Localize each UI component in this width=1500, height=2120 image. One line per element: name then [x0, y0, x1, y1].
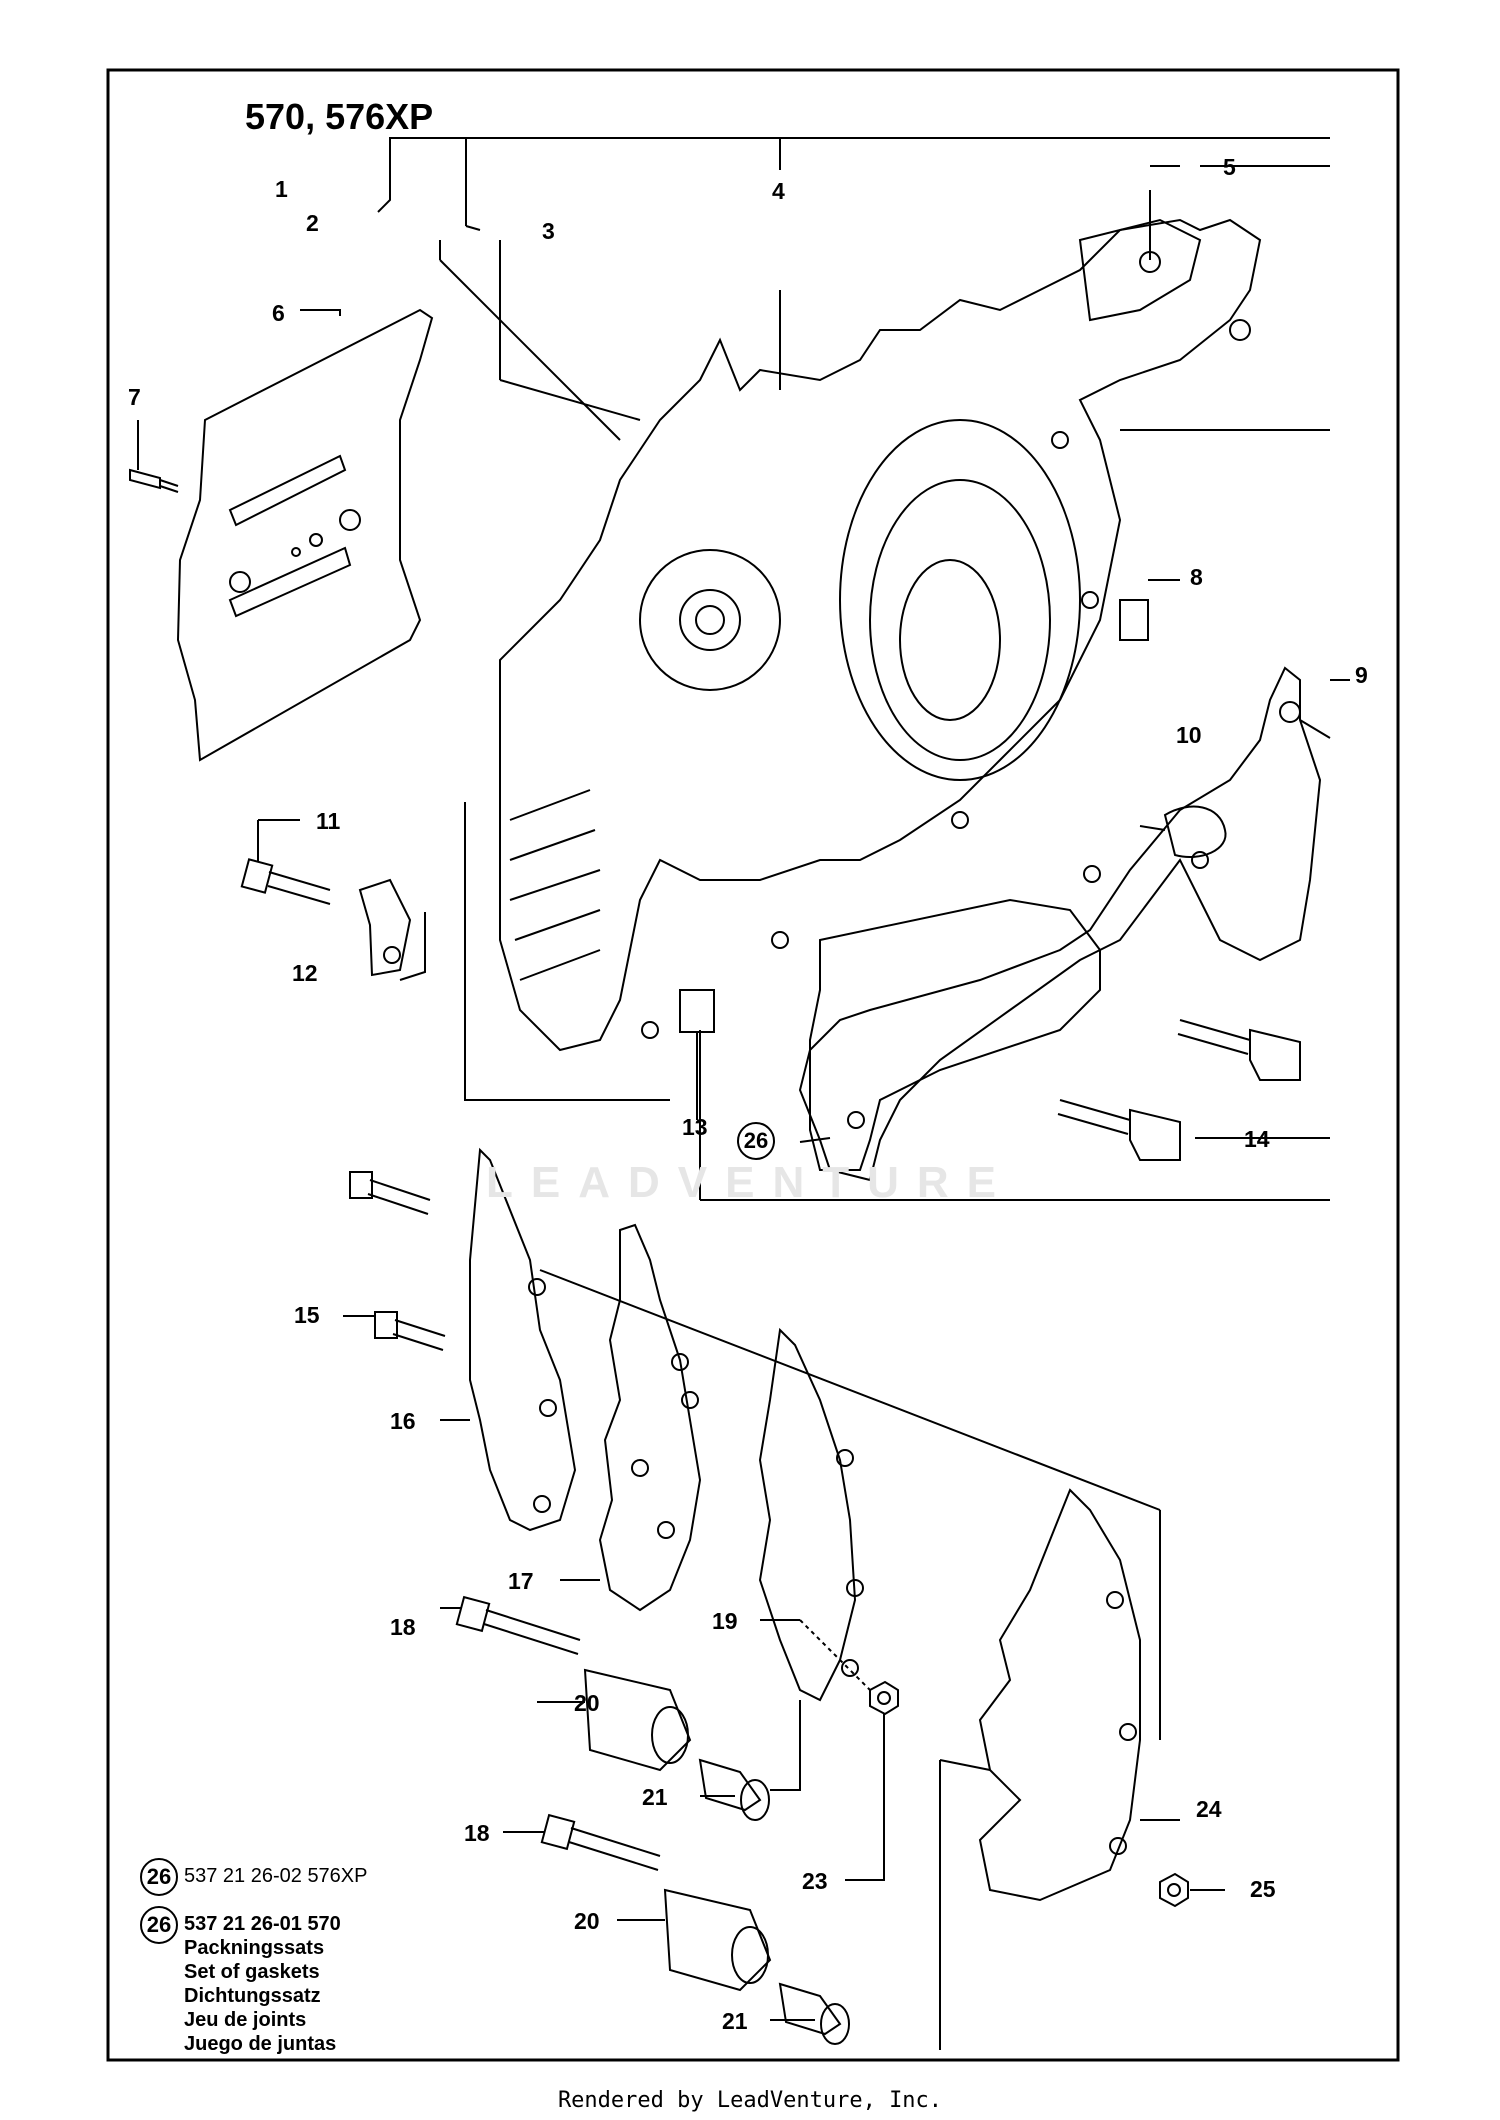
kit-name-german: Dichtungssatz: [184, 1985, 321, 2007]
kit-name-spanish: Juego de juntas: [184, 2033, 337, 2055]
kit-part-570: 537 21 26-01 570: [184, 1913, 341, 1935]
callout-3: 3: [542, 218, 555, 244]
callout-4: 4: [772, 178, 785, 204]
callout-24: 24: [1196, 1796, 1222, 1822]
callout-14: 14: [1244, 1126, 1270, 1152]
callout-23: 23: [802, 1868, 828, 1894]
callout-19: 19: [712, 1608, 738, 1634]
callout-20-second: 20: [574, 1908, 600, 1934]
callout-11: 11: [316, 808, 341, 834]
callout-13: 13: [682, 1114, 708, 1140]
callout-17: 17: [508, 1568, 534, 1594]
callout-18-second: 18: [464, 1820, 490, 1846]
callout-6: 6: [272, 300, 285, 326]
callout-26: 26: [737, 1122, 775, 1160]
callout-20: 20: [574, 1690, 600, 1716]
kit-ref-circle-2: 26: [140, 1906, 178, 1944]
callout-12: 12: [292, 960, 318, 986]
kit-part-576xp: 537 21 26-02 576XP: [184, 1865, 368, 1887]
callout-2: 2: [306, 210, 319, 236]
watermark: LEADVENTURE: [485, 1158, 1015, 1207]
callout-5: 5: [1223, 154, 1236, 180]
callout-1: 1: [275, 176, 288, 202]
diagram-title: 570, 576XP: [245, 96, 434, 137]
callout-15: 15: [294, 1302, 320, 1328]
callout-7: 7: [128, 384, 141, 410]
kit-name-swedish: Packningssats: [184, 1937, 325, 1959]
callout-16: 16: [390, 1408, 416, 1434]
callout-25: 25: [1250, 1876, 1276, 1902]
callout-8: 8: [1190, 564, 1203, 590]
callout-21-second: 21: [722, 2008, 748, 2034]
callout-21: 21: [642, 1784, 668, 1810]
callout-9: 9: [1355, 662, 1368, 688]
callout-10: 10: [1176, 722, 1202, 748]
callout-18: 18: [390, 1614, 416, 1640]
kit-name-english: Set of gaskets: [184, 1961, 320, 1983]
kit-ref-circle-1: 26: [140, 1858, 178, 1896]
kit-name-french: Jeu de joints: [184, 2009, 307, 2031]
footer-credit: Rendered by LeadVenture, Inc.: [557, 2088, 943, 2113]
